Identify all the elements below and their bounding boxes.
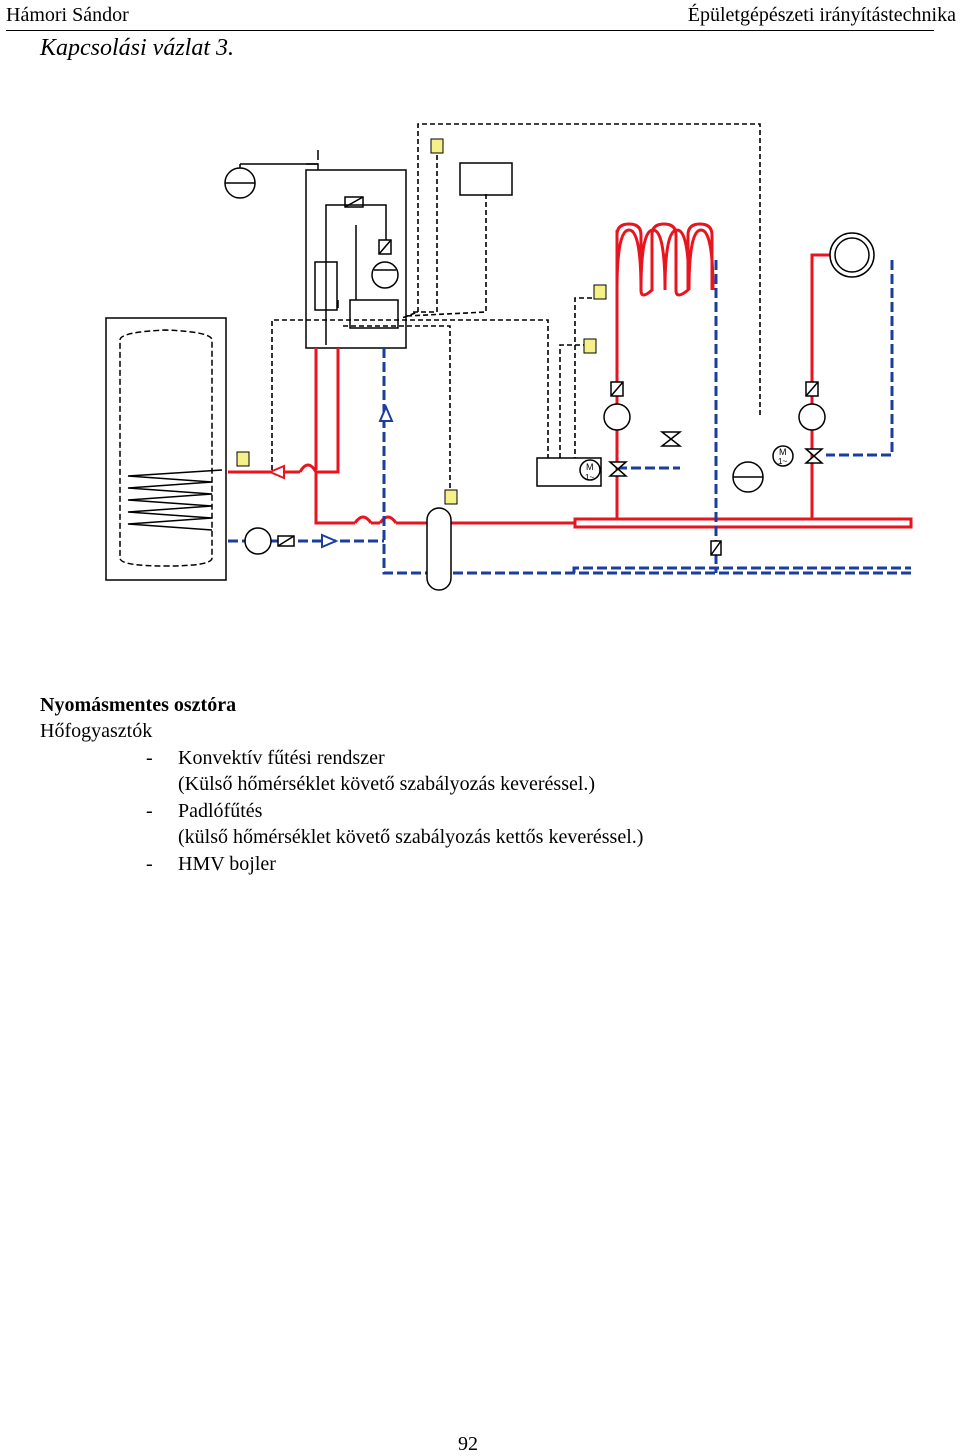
pump-boiler: [371, 239, 399, 289]
return-pipes: [228, 260, 911, 575]
pump-bojler-charge: [244, 527, 295, 555]
check-valve-return: [710, 540, 722, 556]
item-dash-1: -: [146, 747, 153, 769]
expansion-vessel-circuit: [732, 461, 764, 493]
flow-arrows: [267, 404, 394, 549]
header-course: Épületgépészeti irányítástechnika: [687, 4, 956, 26]
motor-label-floor: M: [586, 462, 594, 472]
motor-phase-radiator: 1~: [778, 457, 787, 466]
header-rule: [6, 30, 934, 31]
heating-schematic-diagram: M 1~ M 1~: [105, 123, 913, 591]
item-dash-2: -: [146, 800, 153, 822]
controller-box: [459, 162, 513, 196]
floor-heating-coil: [615, 222, 714, 297]
consumers-label: Hőfogyasztók: [40, 720, 153, 742]
item-convector: Konvektív fűtési rendszer: [178, 747, 385, 769]
hmv-bojler-tank: [105, 317, 227, 581]
hydraulic-separator: [426, 507, 452, 591]
mixing-valve-floor: [536, 457, 628, 487]
item-floor-heating: Padlófűtés: [178, 800, 263, 822]
motor-phase-floor: 1~: [585, 473, 594, 482]
control-wiring: [271, 123, 761, 496]
item-floor-heating-note: (külső hőmérséklet követő szabályozás ke…: [178, 826, 644, 848]
item-convector-note: (Külső hőmérséklet követő szabályozás ke…: [178, 773, 596, 795]
pump-floor-heating: [603, 381, 631, 431]
header-author: Hámori Sándor: [6, 4, 129, 26]
pump-radiator: [798, 381, 826, 431]
item-hmv-bojler: HMV bojler: [178, 853, 276, 875]
radiator: [829, 232, 875, 278]
item-dash-3: -: [146, 853, 153, 875]
page-number: 92: [458, 1433, 478, 1455]
temperature-sensors: [236, 138, 607, 505]
page-subtitle: Kapcsolási vázlat 3.: [40, 35, 235, 61]
body-heading: Nyomásmentes osztóra: [40, 694, 237, 716]
motor-label-radiator: M: [779, 447, 787, 457]
mixing-valve-radiator: [772, 445, 824, 467]
bypass-valve: [659, 431, 683, 447]
expansion-vessel-boiler: [224, 164, 256, 199]
heat-source-boiler: [240, 150, 407, 349]
